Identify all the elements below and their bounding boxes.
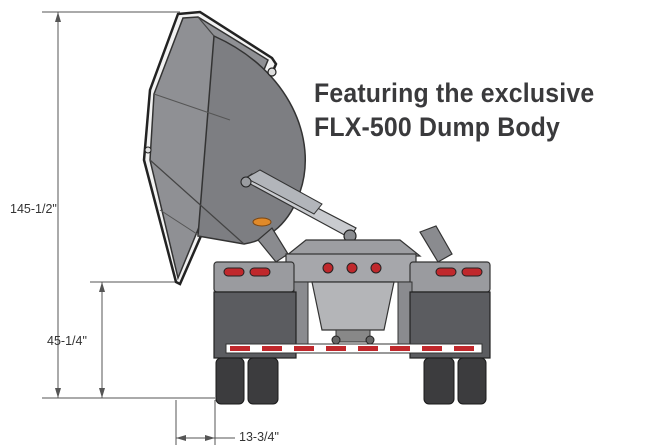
rear-bumper [225,343,483,354]
arrow-left-icon [176,435,186,441]
headline-line-2: FLX-500 Dump Body [314,112,561,142]
lower-height-label: 45-1/4" [47,334,87,348]
headline-line-1: Featuring the exclusive [314,78,595,108]
dimension-lines [42,11,235,445]
arrow-up-icon [99,282,105,292]
overhang-label: 13-3/4" [239,430,279,444]
arrow-up-icon [55,12,61,22]
trailer-frame [213,225,491,345]
hydraulic-cylinder [240,169,357,243]
amber-light-icon [252,217,272,227]
arrow-down-icon [99,388,105,398]
arrow-right-icon [205,435,215,441]
headline: Featuring the exclusive FLX-500 Dump Bod… [314,76,594,144]
overall-height-label: 145-1/2" [10,202,57,216]
arrow-down-icon [55,388,61,398]
tires [215,357,487,405]
